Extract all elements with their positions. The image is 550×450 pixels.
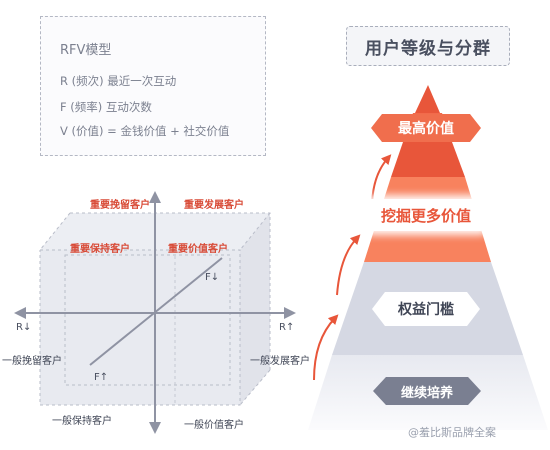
axis-label-f-down: F↓ bbox=[205, 272, 220, 283]
f-axis-diagonal bbox=[89, 257, 223, 366]
growth-arrow-bottom bbox=[313, 314, 339, 381]
rfv-line-recency: R (频次) 最近一次互动 bbox=[60, 74, 177, 88]
axis-label-f-up: F↑ bbox=[94, 372, 109, 383]
pyramid-title: 用户等级与分群 bbox=[346, 26, 510, 66]
level-highest-value: 最高价值 bbox=[371, 114, 481, 142]
quadrant-label-general-retain: 一般挽留客户 bbox=[2, 356, 62, 367]
quadrant-label-general-keep: 一般保持客户 bbox=[52, 416, 112, 427]
watermark: @羞比斯品牌全案 bbox=[408, 426, 496, 439]
rfv-line-value: V (价值) = 金钱价值 + 社交价值 bbox=[60, 124, 230, 138]
level-mine-more-value: 挖掘更多价值 bbox=[368, 199, 484, 231]
axis-label-r-up: R↑ bbox=[279, 322, 295, 333]
rfv-title: RFV模型 bbox=[60, 43, 112, 58]
pyramid-tip bbox=[415, 85, 440, 113]
quadrant-label-important-retain: 重要挽留客户 bbox=[90, 200, 150, 211]
growth-arrow-mid bbox=[336, 234, 361, 296]
quadrant-label-important-develop: 重要发展客户 bbox=[184, 200, 244, 211]
pyramid-top-tier bbox=[391, 142, 465, 177]
level-continue-nurturing: 继续培养 bbox=[373, 377, 481, 405]
axis-label-r-down: R↓ bbox=[16, 322, 32, 333]
rfv-line-frequency: F (频率) 互动次数 bbox=[60, 100, 152, 114]
rfv-axes bbox=[14, 191, 296, 434]
quadrant-label-general-value: 一般价值客户 bbox=[184, 420, 244, 431]
rfv-legend-panel: RFV模型 R (频次) 最近一次互动 F (频率) 互动次数 V (价值) =… bbox=[40, 16, 266, 156]
level-benefit-threshold: 权益门槛 bbox=[372, 292, 480, 326]
quadrant-label-important-value: 重要价值客户 bbox=[168, 244, 228, 255]
rfv-cube bbox=[39, 212, 271, 406]
cube-front-face bbox=[40, 250, 240, 405]
quadrant-label-important-keep: 重要保持客户 bbox=[70, 244, 130, 255]
quadrant-label-general-develop: 一般发展客户 bbox=[250, 356, 310, 367]
cube-side-face bbox=[240, 213, 270, 405]
